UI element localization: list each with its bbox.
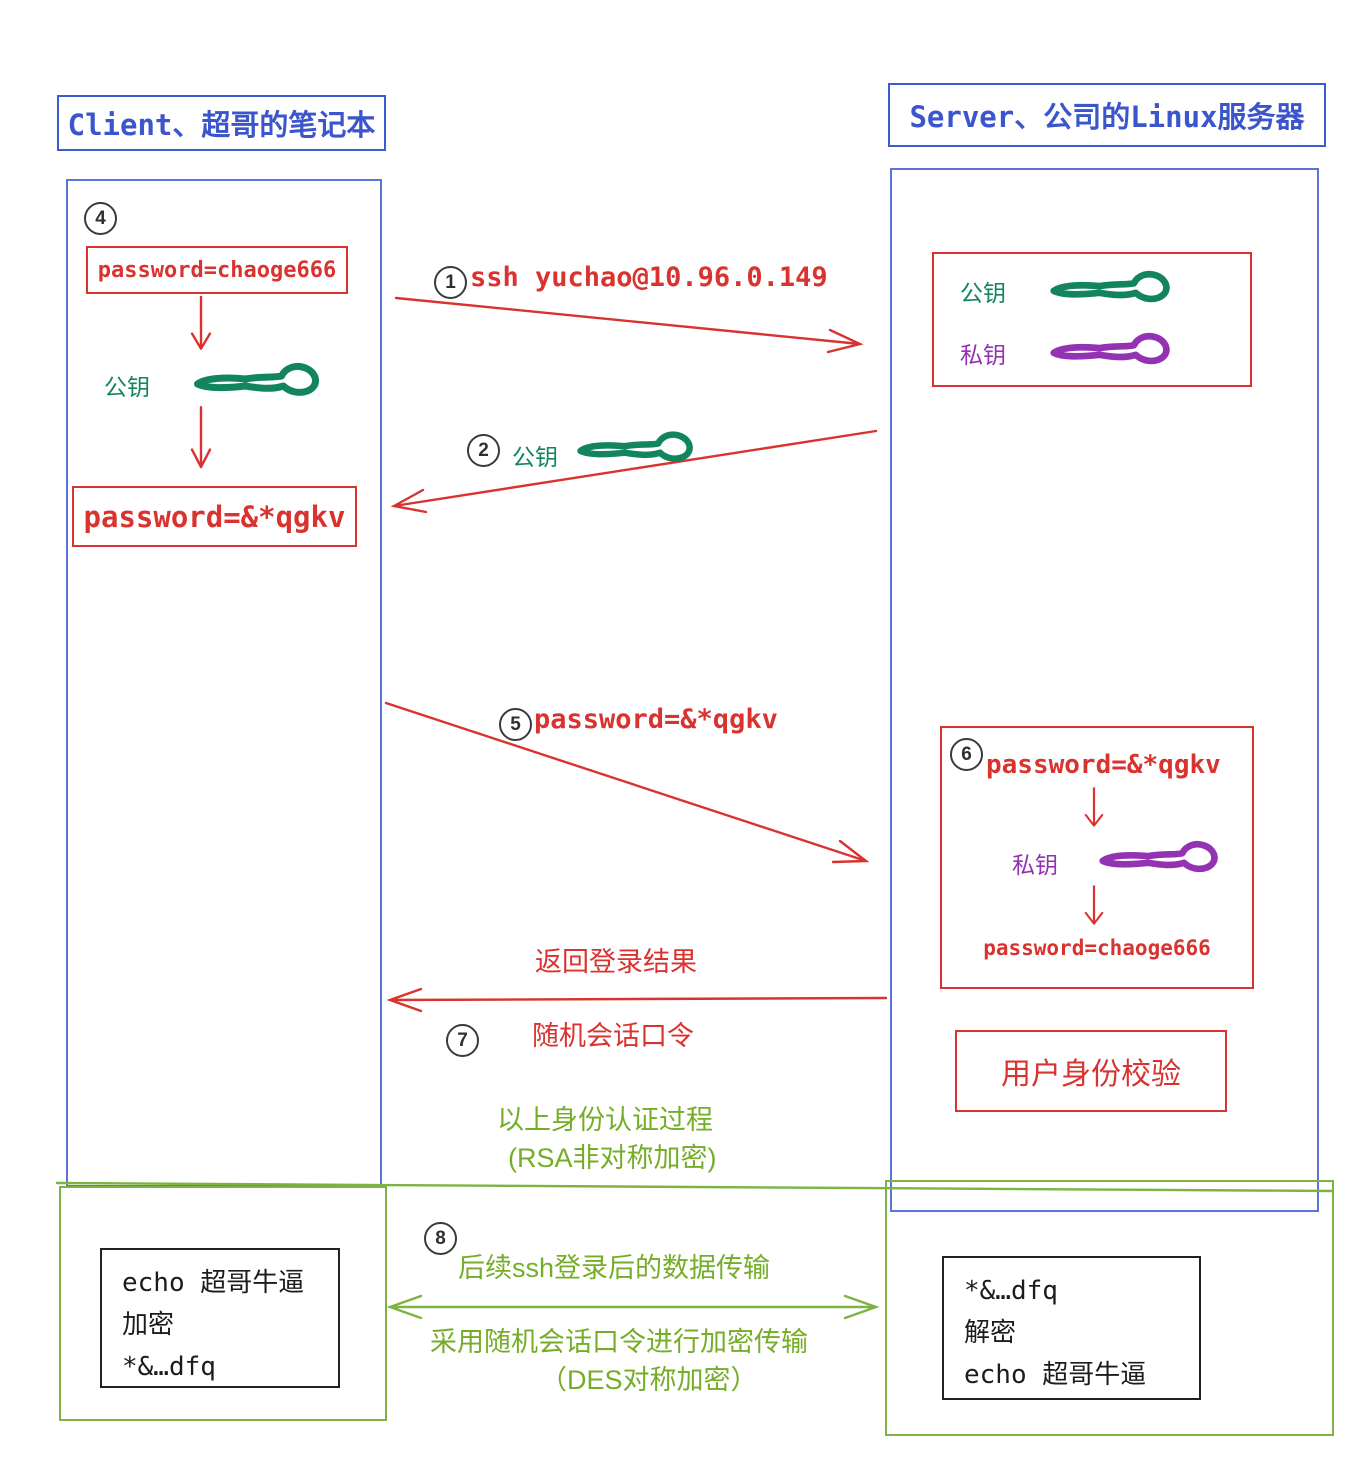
step6-number-text: 6: [961, 743, 972, 765]
private-key-icon: [1097, 838, 1222, 880]
private-key-icon: [1046, 330, 1176, 372]
client-transfer-box: echo 超哥牛逼 加密 *&…dfq: [100, 1248, 340, 1388]
step2-number-text: 2: [478, 439, 489, 461]
step7-number-text: 7: [457, 1029, 468, 1051]
step2-label: 公钥: [512, 444, 558, 470]
client-transfer-line: 加密: [122, 1310, 175, 1341]
server-title: Server、公司的Linux服务器: [909, 100, 1305, 134]
server-transfer-zone: [885, 1180, 1334, 1436]
down-arrow-icon: [1082, 786, 1106, 834]
step8-label-mid: 采用随机会话口令进行加密传输: [430, 1327, 808, 1357]
client-public-key-label: 公钥: [104, 374, 150, 400]
server-column: [890, 168, 1319, 1212]
step1-number-text: 1: [445, 271, 456, 293]
server-decrypt-box: 6 password=&*qgkv 私钥 password=chaoge666: [940, 726, 1254, 989]
step8-number: 8: [424, 1222, 457, 1255]
step2-number: 2: [467, 434, 500, 467]
server-private-key-label: 私钥: [960, 342, 1006, 368]
step8-label-top: 后续ssh登录后的数据传输: [458, 1253, 771, 1283]
server-title-box: Server、公司的Linux服务器: [888, 83, 1326, 147]
step8-number-text: 8: [435, 1227, 446, 1249]
client-encrypted-password: password=&*qgkv: [83, 499, 346, 534]
client-title-box: Client、超哥的笔记本: [57, 95, 386, 151]
arrow-step1: [394, 296, 864, 354]
server-encrypted-password: password=&*qgkv: [986, 750, 1221, 780]
step4-number-text: 4: [95, 207, 106, 229]
identity-verify-label: 用户身份校验: [1001, 1058, 1181, 1091]
auth-note-line1: 以上身份认证过程: [497, 1105, 713, 1135]
client-plain-password-box: password=chaoge666: [86, 246, 348, 294]
step7-label-top: 返回登录结果: [535, 947, 697, 977]
arrow-step8-bidirectional: [386, 1294, 880, 1320]
server-transfer-box: *&…dfq 解密 echo 超哥牛逼: [942, 1256, 1201, 1400]
server-transfer-line: 解密: [964, 1318, 1017, 1349]
server-keypair-box: 公钥 私钥: [932, 252, 1252, 387]
down-arrow-icon: [188, 404, 214, 480]
server-decrypted-password: password=chaoge666: [983, 936, 1211, 960]
auth-note-line2: (RSA非对称加密): [508, 1143, 717, 1173]
server-public-key-label: 公钥: [960, 280, 1006, 306]
step1-label: ssh yuchao@10.96.0.149: [470, 262, 828, 293]
identity-verify-box: 用户身份校验: [955, 1030, 1227, 1112]
step5-label: password=&*qgkv: [534, 704, 778, 735]
down-arrow-icon: [1082, 884, 1106, 932]
step6-number: 6: [950, 738, 983, 771]
step5-number: 5: [499, 708, 532, 741]
public-key-icon: [190, 360, 325, 404]
arrow-step7: [386, 987, 888, 1013]
server-transfer-line: *&…dfq: [964, 1276, 1058, 1306]
client-transfer-line: echo 超哥牛逼: [122, 1268, 305, 1298]
step7-number: 7: [446, 1024, 479, 1057]
step4-number: 4: [84, 202, 117, 235]
step7-label-bottom: 随机会话口令: [532, 1021, 694, 1051]
client-plain-password: password=chaoge666: [97, 257, 337, 283]
client-column: [66, 179, 382, 1187]
server-transfer-line: echo 超哥牛逼: [964, 1360, 1147, 1391]
public-key-icon: [575, 428, 697, 470]
step1-number: 1: [434, 266, 467, 299]
client-encrypted-password-box: password=&*qgkv: [72, 486, 357, 547]
step5-number-text: 5: [510, 713, 521, 735]
client-transfer-line: *&…dfq: [122, 1352, 216, 1383]
client-title: Client、超哥的笔记本: [67, 108, 376, 142]
step8-label-bottom: （DES对称加密）: [540, 1365, 758, 1395]
step6-private-key-label: 私钥: [1012, 852, 1058, 878]
public-key-icon: [1046, 268, 1176, 310]
down-arrow-icon: [188, 294, 214, 360]
